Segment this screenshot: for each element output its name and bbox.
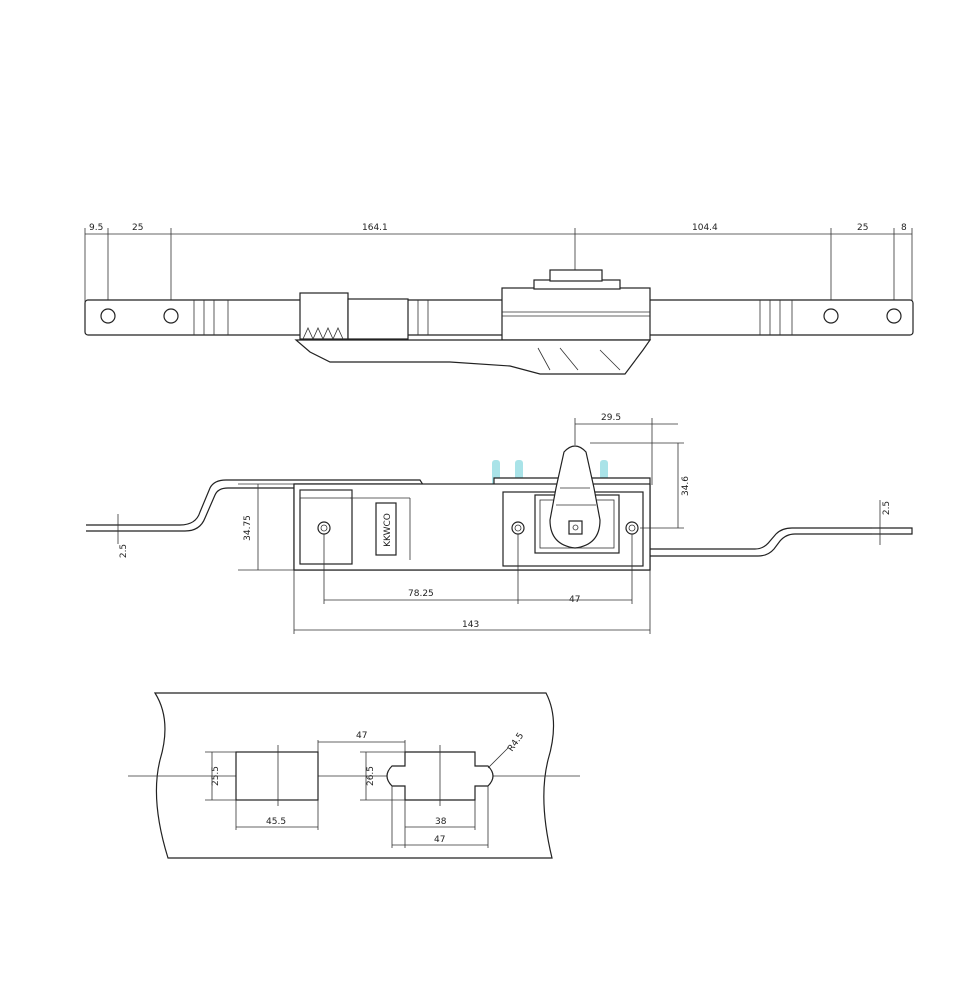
left-housing-body [347,298,409,340]
mount-hole [163,308,179,324]
top-view: 9.5 25 164.1 104.4 25 8 [84,223,914,375]
base-details [537,347,621,371]
dim-hole-spacing-1: 78.25 [408,589,434,599]
dim-hole-spacing-2: 47 [569,595,580,605]
mount-hole [823,308,839,324]
rod-left-bottom [86,487,294,532]
dim-slot-outer: 47 [434,835,445,845]
lock-knob [549,269,603,282]
top-dim-label: 25 [857,223,868,233]
handle[interactable] [549,445,601,549]
dim-spacing: 47 [356,731,367,741]
top-dim-label: 8 [901,223,907,233]
label-text: KKWCO [383,513,393,547]
mount-hole [886,308,902,324]
dim-handle-height: 34.6 [681,476,691,496]
rod-left-top [86,479,500,526]
lock-body [501,287,651,341]
mount-hole [100,308,116,324]
spring-teeth [302,327,344,340]
base-plate [294,339,652,375]
dim-rod-left: 2.5 [119,544,129,558]
dim-right-height: 26.5 [366,766,376,786]
rod-ribs [193,300,793,335]
left-cutout [235,751,319,801]
dim-body-height: 34.75 [243,515,253,541]
dim-overall-length: 143 [462,620,479,630]
dim-rod-right: 2.5 [882,501,892,515]
left-housing [299,292,349,340]
top-dim-label: 9.5 [89,223,103,233]
cutout-view: 25.5 45.5 47 26.5 R4.5 38 47 [128,692,580,859]
left-block [299,489,353,565]
label-plate [375,502,397,556]
dim-left-height: 25.5 [211,766,221,786]
top-dim-label: 104.4 [692,223,718,233]
panel [153,692,555,859]
dim-left-width: 45.5 [266,817,286,827]
rod-right [648,527,913,557]
radius-leader [487,747,509,769]
front-view: KKWCO 29.5 34.6 34.75 2.5 [86,413,913,634]
top-dim-label: 164.1 [362,223,388,233]
dim-slot-inner: 38 [435,817,447,827]
dim-handle-width: 29.5 [601,413,621,423]
rod-bar [84,299,914,336]
top-dim-label: 25 [132,223,143,233]
key-slot [568,520,583,535]
dim-radius: R4.5 [506,731,526,754]
